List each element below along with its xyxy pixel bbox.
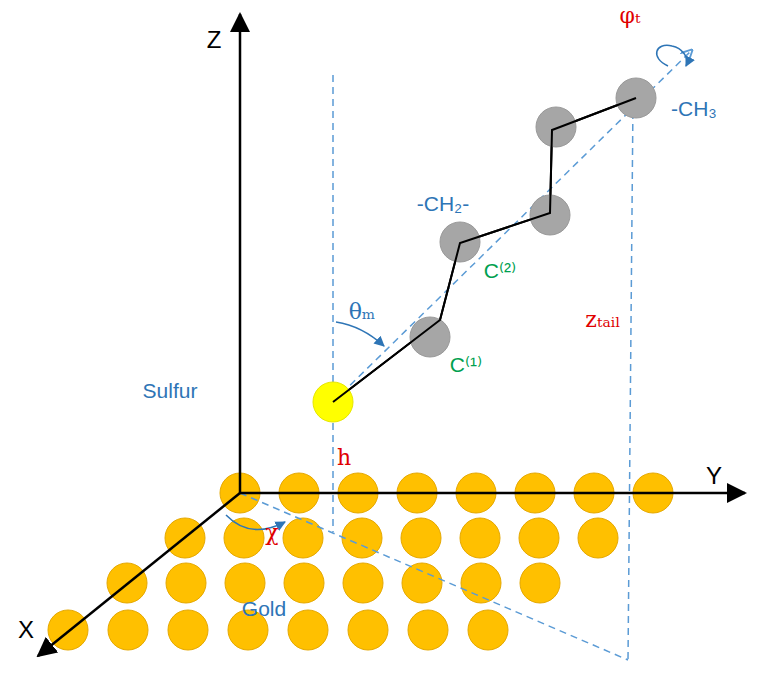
axis-label: Z	[207, 28, 222, 52]
gold-atom	[408, 610, 448, 650]
group-label: -CH₃	[671, 98, 717, 119]
group-label: -CH₂-	[417, 193, 469, 214]
height-label: zₜₐᵢₗ	[585, 309, 620, 331]
gold-atom	[168, 610, 208, 650]
part-label: Gold	[242, 598, 286, 619]
axis-label: X	[18, 618, 34, 642]
angle-label: φₜ	[620, 5, 641, 27]
gold-atom	[166, 563, 206, 603]
alkyl-chain	[333, 98, 636, 402]
gold-atom	[283, 518, 323, 558]
angle-label: θₘ	[349, 301, 376, 323]
gold-atom	[461, 563, 501, 603]
gold-atom	[401, 518, 441, 558]
axis-label: Y	[706, 464, 722, 488]
atom-label: C⁽¹⁾	[450, 354, 482, 375]
rotation-arrow	[657, 45, 687, 66]
axes	[38, 14, 745, 656]
gold-atom	[402, 563, 442, 603]
atom-label: C⁽²⁾	[484, 260, 516, 281]
gold-lattice	[48, 473, 673, 650]
gold-atom	[520, 563, 560, 603]
theta-arc	[336, 322, 384, 346]
gold-atom	[108, 610, 148, 650]
guide-lines	[240, 75, 633, 660]
chain-bonds	[333, 98, 636, 402]
gold-atom	[224, 518, 264, 558]
gold-atom	[284, 563, 324, 603]
height-label: h	[337, 447, 351, 469]
carbon-atoms	[410, 78, 656, 357]
gold-atom	[468, 610, 508, 650]
gold-atom	[519, 518, 559, 558]
gold-atom	[343, 563, 383, 603]
gold-atom	[578, 518, 618, 558]
molecular-axis	[333, 50, 692, 402]
angle-label: χ	[265, 522, 278, 544]
gold-atom	[348, 610, 388, 650]
part-label: Sulfur	[143, 380, 198, 401]
gold-atom	[460, 518, 500, 558]
gold-atom	[288, 610, 328, 650]
